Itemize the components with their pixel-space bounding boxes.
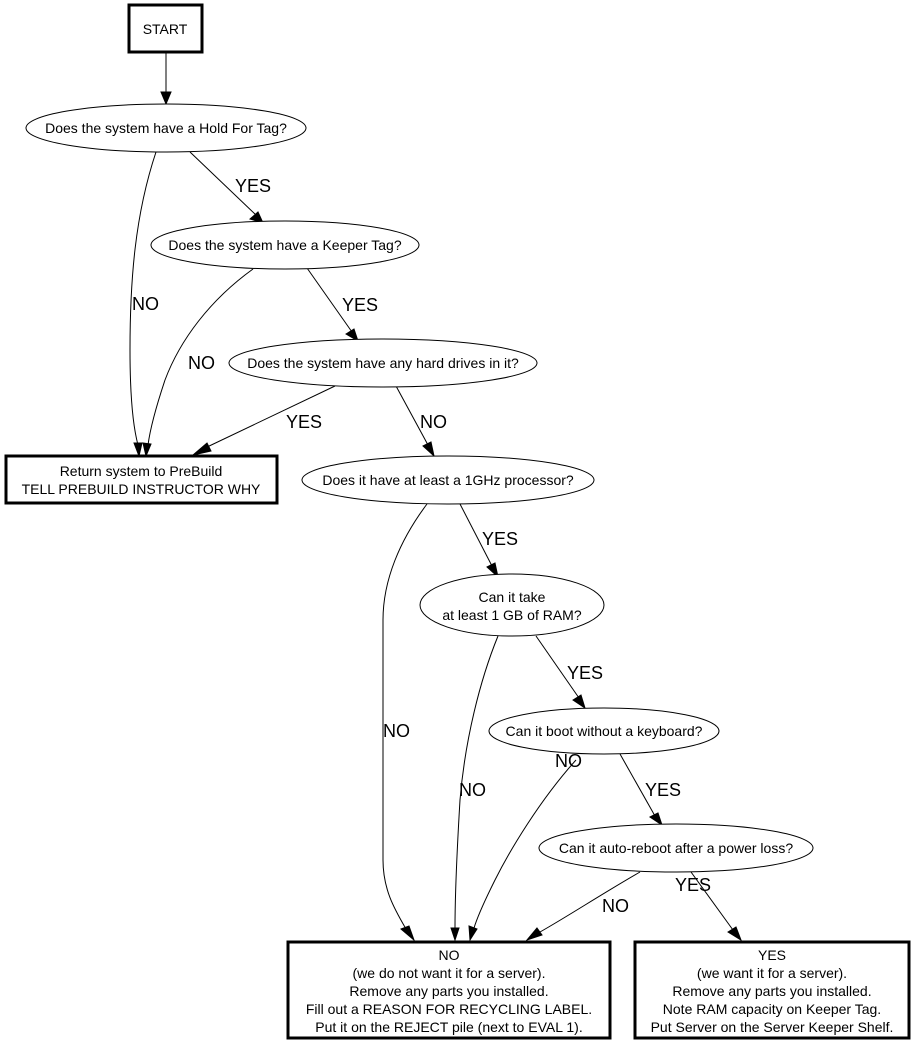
edge-label-no: NO bbox=[383, 721, 410, 741]
decision-ellipse bbox=[419, 573, 605, 637]
arrowhead bbox=[133, 442, 143, 458]
edge-label-yes: YES bbox=[675, 875, 711, 895]
edge-label-no: NO bbox=[602, 896, 629, 916]
arrowhead bbox=[649, 812, 663, 827]
node-label: Remove any parts you installed. bbox=[349, 983, 548, 999]
arrowhead bbox=[422, 441, 435, 458]
node-start[interactable]: START bbox=[127, 3, 204, 54]
terminal-box bbox=[286, 940, 612, 1040]
edge-label-yes: YES bbox=[482, 529, 518, 549]
edge-keeper-tag-yes bbox=[306, 267, 353, 333]
node-keeper-tag[interactable]: Does the system have a Keeper Tag? bbox=[150, 220, 420, 270]
node-label: Fill out a REASON FOR RECYCLING LABEL. bbox=[306, 1001, 592, 1017]
arrowhead bbox=[468, 925, 478, 942]
arrowhead bbox=[248, 211, 264, 224]
decision-ellipse bbox=[301, 455, 595, 505]
edge-processor-no bbox=[382, 503, 428, 930]
node-label: START bbox=[143, 21, 188, 37]
node-auto-reboot[interactable]: Can it auto-reboot after a power loss? bbox=[538, 823, 814, 873]
edges: YES NO YES NO YES NO YES NO YES bbox=[129, 53, 742, 942]
edge-label-yes: YES bbox=[342, 295, 378, 315]
decision-ellipse bbox=[150, 220, 420, 270]
node-label: Can it take bbox=[479, 589, 546, 605]
start-box bbox=[127, 3, 204, 54]
arrowhead bbox=[450, 927, 460, 942]
node-label: TELL PREBUILD INSTRUCTOR WHY bbox=[22, 481, 261, 497]
node-label: Note RAM capacity on Keeper Tag. bbox=[663, 1001, 881, 1017]
arrowhead bbox=[142, 442, 152, 458]
edge-hold-for-tag-yes bbox=[189, 151, 257, 216]
edge-label-yes: YES bbox=[645, 780, 681, 800]
node-label: Can it auto-reboot after a power loss? bbox=[559, 840, 793, 856]
edge-label-no: NO bbox=[459, 780, 486, 800]
edge-label-no: NO bbox=[132, 294, 159, 314]
edge-keyboard-no bbox=[473, 759, 577, 929]
edge-processor-yes bbox=[459, 503, 493, 567]
node-keyboard[interactable]: Can it boot without a keyboard? bbox=[488, 707, 720, 755]
edge-label-no: NO bbox=[188, 353, 215, 373]
edge-ram-yes bbox=[535, 635, 580, 699]
edge-label-yes: YES bbox=[235, 176, 271, 196]
node-reject[interactable]: NO (we do not want it for a server). Rem… bbox=[286, 940, 612, 1040]
edge-keeper-tag-no bbox=[147, 268, 254, 446]
node-label: Does the system have a Hold For Tag? bbox=[45, 120, 287, 136]
node-label: Return system to PreBuild bbox=[60, 463, 223, 479]
edge-hold-for-tag-no bbox=[129, 151, 157, 446]
node-label: NO bbox=[439, 947, 460, 963]
edge-label-yes: YES bbox=[567, 663, 603, 683]
node-keep[interactable]: YES (we want it for a server). Remove an… bbox=[633, 940, 911, 1040]
edge-keyboard-yes bbox=[619, 753, 656, 817]
edge-auto-reboot-no bbox=[539, 871, 641, 933]
node-label: Put Server on the Server Keeper Shelf. bbox=[651, 1019, 894, 1035]
decision-ellipse bbox=[538, 823, 814, 873]
edge-hard-drives-no bbox=[395, 385, 429, 446]
decision-ellipse bbox=[228, 338, 538, 388]
edge-ram-no bbox=[454, 635, 499, 929]
edge-label-yes: YES bbox=[286, 412, 322, 432]
node-label: Does the system have a Keeper Tag? bbox=[168, 237, 401, 253]
arrowhead bbox=[160, 91, 172, 106]
arrowhead bbox=[486, 562, 499, 579]
node-label: at least 1 GB of RAM? bbox=[442, 607, 581, 623]
decision-ellipse bbox=[488, 707, 720, 755]
edge-auto-reboot-yes bbox=[690, 871, 734, 931]
node-label: (we do not want it for a server). bbox=[353, 965, 546, 981]
node-hard-drives[interactable]: Does the system have any hard drives in … bbox=[228, 338, 538, 388]
node-label: Put it on the REJECT pile (next to EVAL … bbox=[315, 1019, 582, 1035]
arrowhead bbox=[572, 694, 586, 710]
node-label: Remove any parts you installed. bbox=[672, 983, 871, 999]
node-ram[interactable]: Can it take at least 1 GB of RAM? bbox=[419, 573, 605, 637]
node-label: Does it have at least a 1GHz processor? bbox=[322, 472, 574, 488]
edge-hard-drives-yes bbox=[204, 385, 336, 449]
arrowhead bbox=[192, 442, 212, 456]
arrowhead bbox=[345, 328, 359, 343]
node-hold-for-tag[interactable]: Does the system have a Hold For Tag? bbox=[25, 103, 307, 153]
edge-label-no: NO bbox=[555, 751, 582, 771]
decision-ellipse bbox=[25, 103, 307, 153]
arrowhead bbox=[400, 925, 416, 942]
terminal-box bbox=[4, 454, 279, 505]
edge-label-no: NO bbox=[420, 412, 447, 432]
arrowhead bbox=[727, 926, 742, 942]
node-label: YES bbox=[758, 947, 786, 963]
node-label: Does the system have any hard drives in … bbox=[247, 355, 519, 371]
terminal-box bbox=[633, 940, 911, 1040]
node-return-prebuild[interactable]: Return system to PreBuild TELL PREBUILD … bbox=[4, 454, 279, 505]
node-processor[interactable]: Does it have at least a 1GHz processor? bbox=[301, 455, 595, 505]
node-label: (we want it for a server). bbox=[697, 965, 847, 981]
arrowhead bbox=[525, 927, 543, 942]
node-label: Can it boot without a keyboard? bbox=[506, 723, 703, 739]
